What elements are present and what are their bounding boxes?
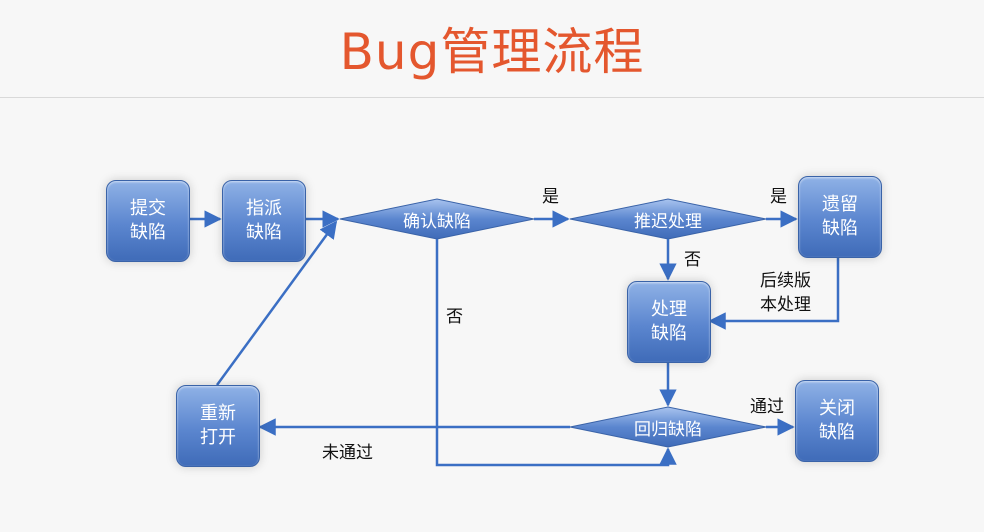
title-divider [0,97,984,98]
edge-label-confirm-yes: 是 [542,187,559,207]
reopen-label: 重新 打开 [200,403,236,448]
legacy-defect-label: 遗留 缺陷 [822,194,858,239]
regress-defect-label: 回归缺陷 [634,419,702,440]
edge-label-fail: 未通过 [322,443,373,463]
arrow-legacy-handle [708,258,840,330]
arrow-confirm-regress [435,239,677,467]
defer-handling-label: 推迟处理 [634,211,702,232]
submit-defect-node: 提交 缺陷 [106,180,190,262]
edge-label-defer-no: 否 [684,250,701,270]
close-defect-node: 关闭 缺陷 [795,380,879,462]
edge-label-defer-yes: 是 [770,187,787,207]
close-defect-label: 关闭 缺陷 [819,398,855,443]
arrow-reopen-confirm [215,220,338,386]
edge-label-pass: 通过 [750,397,784,417]
edge-label-later-version: 后续版 本处理 [760,271,811,315]
legacy-defect-node: 遗留 缺陷 [798,176,882,258]
handle-defect-node: 处理 缺陷 [627,281,711,363]
page-title: Bug管理流程 [339,23,645,81]
edge-label-confirm-no: 否 [446,307,463,327]
assign-defect-node: 指派 缺陷 [222,180,306,262]
assign-defect-label: 指派 缺陷 [246,198,282,243]
confirm-defect-label: 确认缺陷 [403,211,471,232]
submit-defect-label: 提交 缺陷 [130,198,166,243]
reopen-node: 重新 打开 [176,385,260,467]
handle-defect-label: 处理 缺陷 [651,299,687,344]
